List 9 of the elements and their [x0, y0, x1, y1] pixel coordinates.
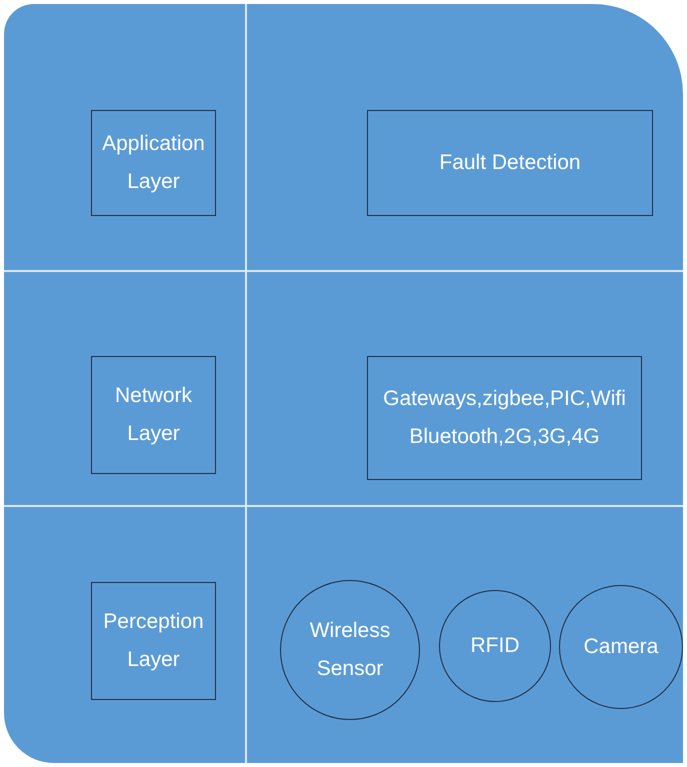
- component-circle: RFID: [439, 590, 551, 702]
- layer-box: Fault Detection: [367, 110, 653, 216]
- diagram-panel: [4, 4, 683, 763]
- layer-box: Perception Layer: [91, 582, 216, 700]
- component-circle: Camera: [559, 585, 683, 709]
- layer-box: Gateways,zigbee,PIC,Wifi Bluetooth,2G,3G,4G: [367, 356, 642, 480]
- layer-box: Network Layer: [91, 356, 216, 474]
- layer-box: Application Layer: [91, 110, 216, 216]
- component-circle: Wireless Sensor: [280, 580, 420, 720]
